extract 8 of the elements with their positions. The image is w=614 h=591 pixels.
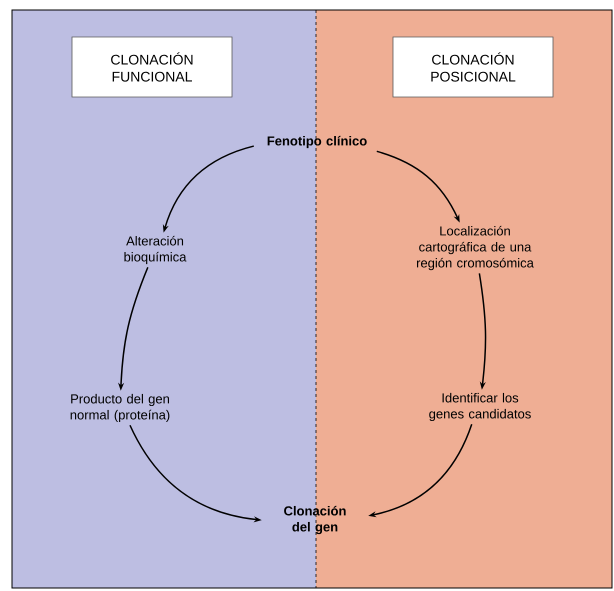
- step-label: Producto del gen normal (proteína): [70, 394, 170, 422]
- step-label: Clonación del gen: [284, 506, 346, 534]
- step-label: Localización cartográfica de una región cromosómica: [416, 226, 534, 270]
- header-box: CLONACIÓN POSICIONAL: [392, 36, 554, 98]
- header-box: CLONACIÓN FUNCIONAL: [72, 36, 232, 98]
- step-label: Fenotipo clínico: [268, 136, 367, 148]
- step-label: Alteración bioquímica: [124, 236, 186, 264]
- step-label: Identificar los genes candidatos: [429, 392, 531, 422]
